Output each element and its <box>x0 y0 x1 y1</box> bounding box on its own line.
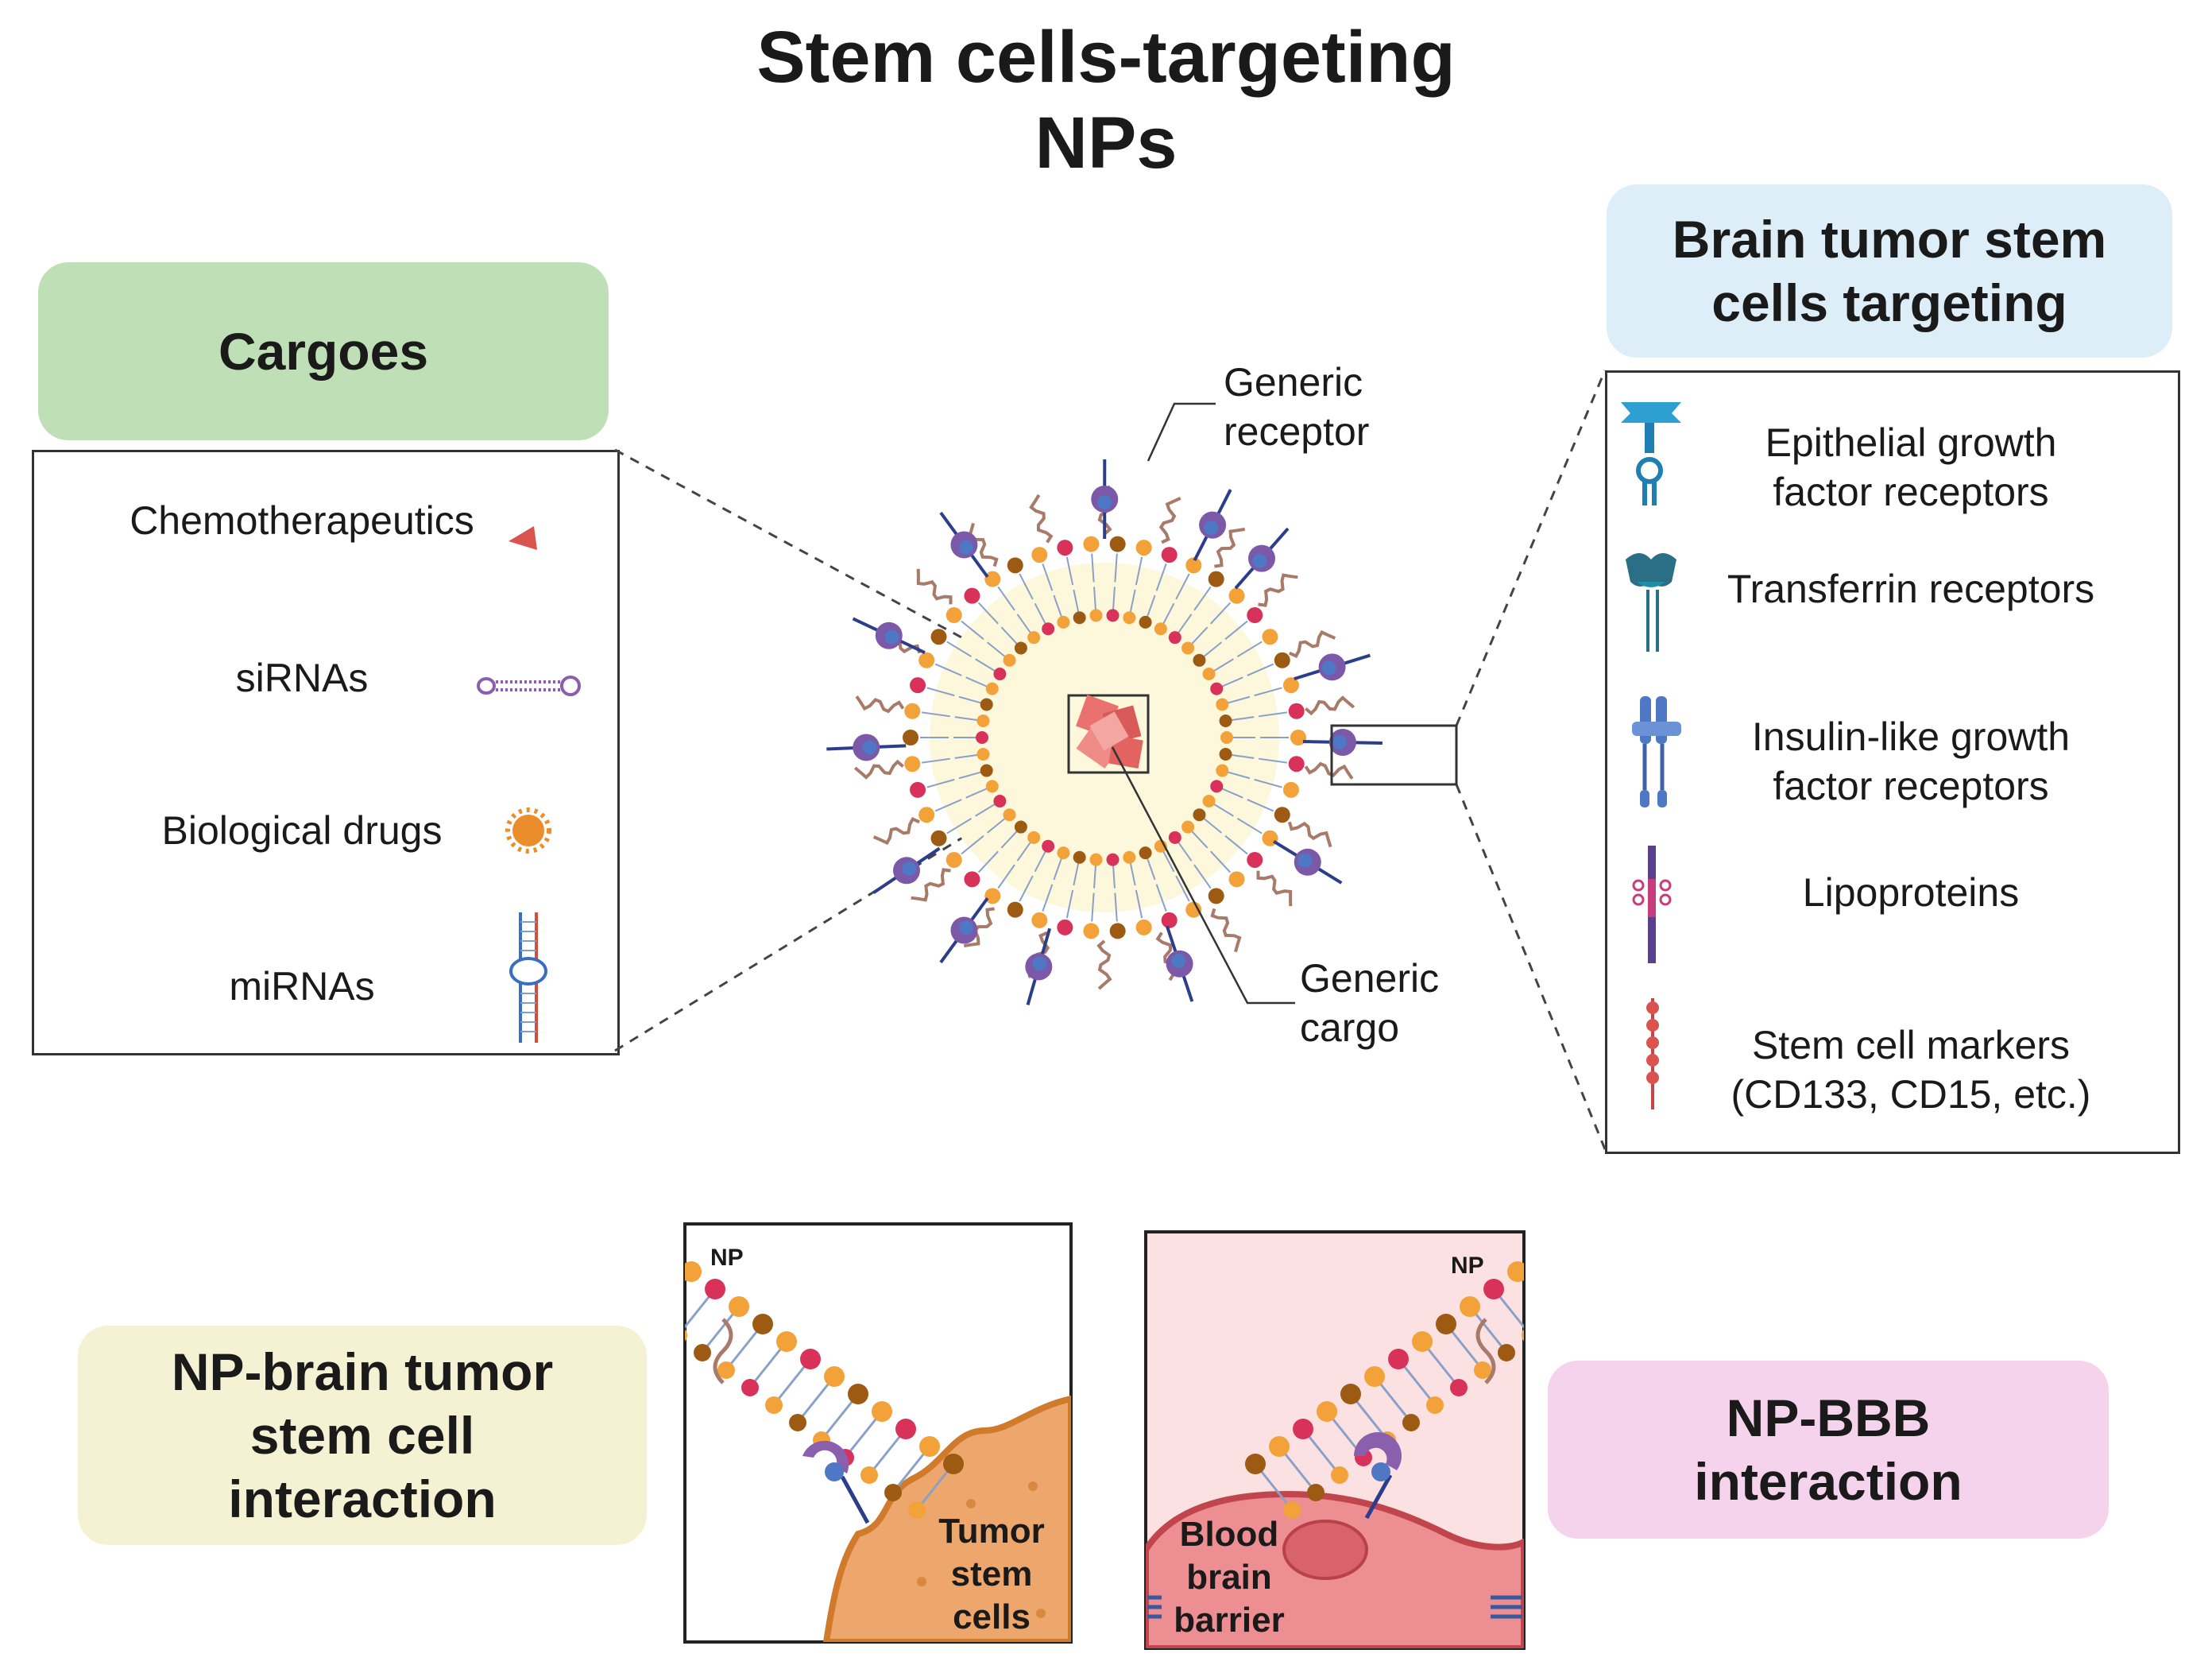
np-bbb-pill-line1: NP-BBB <box>1726 1388 1931 1447</box>
np-tag-left: NP <box>710 1245 744 1271</box>
tumor-cell-line1: Tumor <box>938 1512 1045 1551</box>
generic-receptor-label: Generic receptor <box>1224 358 1398 456</box>
target-label-egfr-line2: factor receptors <box>1773 470 2049 514</box>
bbb-cell-label: Blood brain barrier <box>1162 1513 1297 1642</box>
sirna-hairpin-icon <box>477 676 581 696</box>
tumor-bound-receptor <box>802 1440 870 1524</box>
target-label-stem-markers: Stem cell markers (CD133, CD15, etc.) <box>1700 1020 2121 1119</box>
bbb-bound-receptor <box>1354 1432 1402 1520</box>
receptor-leader-line <box>1147 402 1216 462</box>
tumor-cell-line3: cells <box>953 1597 1031 1636</box>
bbb-cell-line1: Blood <box>1179 1515 1279 1554</box>
stem-cell-marker-icon <box>1646 998 1659 1109</box>
cargo-zoom-box <box>1067 694 1150 774</box>
lipoprotein-icon <box>1632 846 1672 963</box>
bbb-interaction-art <box>1146 1261 1524 1648</box>
generic-cargo-line1: Generic <box>1300 956 1440 1001</box>
figure-title: Stem cells-targeting NPs <box>0 14 2212 186</box>
cargo-label-sirnas: siRNAs <box>235 656 369 700</box>
cargo-label-mirnas: miRNAs <box>229 964 375 1009</box>
receptor-zoom-box <box>1330 724 1458 786</box>
target-label-stem-markers-line1: Stem cell markers <box>1751 1023 2071 1067</box>
biological-drug-icon <box>505 807 551 854</box>
targeting-header-line2: cells targeting <box>1711 273 2067 332</box>
np-tumor-interaction-pill: NP-brain tumor stem cell interaction <box>78 1326 647 1545</box>
np-tumor-pill-line1: NP-brain tumor <box>171 1342 554 1401</box>
tumor-interaction-art <box>685 1261 1071 1642</box>
figure-title-line2: NPs <box>1034 103 1178 184</box>
np-tag-right: NP <box>1451 1253 1484 1279</box>
targeting-header: Brain tumor stem cells targeting <box>1607 184 2172 358</box>
np-tumor-pill-line2: stem cell <box>249 1406 475 1465</box>
cargoes-header-label: Cargoes <box>218 322 429 381</box>
target-label-igfr-line1: Insulin-like growth <box>1751 714 2071 759</box>
np-tumor-pill-line3: interaction <box>228 1470 497 1528</box>
cargo-label-biological-drugs: Biological drugs <box>161 808 443 853</box>
egfr-receptor-icon <box>1621 402 1681 505</box>
target-label-egfr: Epithelial growth factor receptors <box>1700 418 2121 517</box>
bbb-cell-line2: brain <box>1186 1558 1272 1597</box>
transferrin-receptor-icon <box>1626 553 1676 652</box>
np-surface-receptors <box>826 459 1382 1005</box>
targeting-header-line1: Brain tumor stem <box>1672 210 2107 269</box>
generic-receptor-line1: Generic <box>1224 360 1363 405</box>
figure-title-line1: Stem cells-targeting <box>756 17 1456 98</box>
target-label-igfr-line2: factor receptors <box>1773 764 2049 808</box>
triangle-drug-icon <box>509 526 537 550</box>
tumor-cell-line2: stem <box>950 1555 1033 1593</box>
mirna-hairpin-icon <box>509 912 547 1043</box>
target-label-transferrin: Transferrin receptors <box>1692 564 2129 614</box>
target-label-egfr-line1: Epithelial growth <box>1765 420 2057 465</box>
target-label-lipoproteins-line1: Lipoproteins <box>1802 870 2020 915</box>
np-bbb-interaction-pill: NP-BBB interaction <box>1548 1361 2109 1539</box>
cargo-label-chemotherapeutics: Chemotherapeutics <box>130 498 474 543</box>
generic-receptor-line2: receptor <box>1224 409 1370 454</box>
target-label-transferrin-line1: Transferrin receptors <box>1727 567 2095 611</box>
cargoes-header: Cargoes <box>38 262 609 440</box>
target-label-lipoproteins: Lipoproteins <box>1700 868 2121 917</box>
target-label-igfr: Insulin-like growth factor receptors <box>1700 712 2121 811</box>
igf-receptor-icon <box>1632 696 1681 807</box>
target-label-stem-markers-line2: (CD133, CD15, etc.) <box>1731 1072 2091 1117</box>
np-bbb-pill-line2: interaction <box>1694 1452 1963 1511</box>
bbb-cell-line3: barrier <box>1174 1601 1285 1640</box>
targeting-panel <box>1605 370 2180 1154</box>
generic-cargo-crystals <box>1076 695 1143 769</box>
generic-cargo-label: Generic cargo <box>1300 954 1475 1052</box>
cargo-leader-line <box>1111 746 1295 1005</box>
tumor-cell-label: Tumor stem cells <box>920 1510 1063 1639</box>
generic-cargo-line2: cargo <box>1300 1005 1400 1050</box>
